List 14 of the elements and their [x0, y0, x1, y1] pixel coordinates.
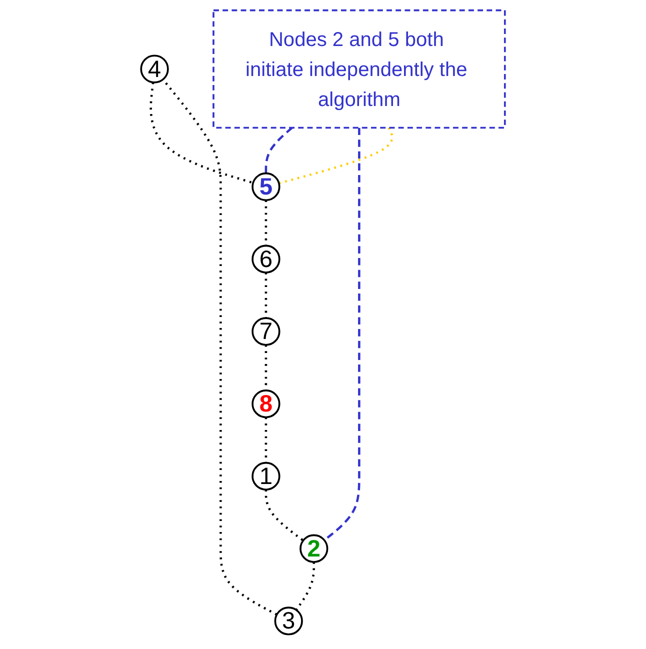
- connector: [264, 490, 304, 542]
- node-circle: 5: [252, 172, 280, 202]
- node-circle: 4: [140, 54, 169, 84]
- node-circle: 7: [252, 317, 280, 346]
- node-circle: 2: [300, 534, 328, 563]
- connector: [295, 562, 316, 611]
- node-box: Nodes 2 and 5 both initiate independently the algorithm: [212, 9, 506, 129]
- connector: [150, 82, 254, 184]
- node-circle: 3: [274, 606, 303, 636]
- connector: [264, 126, 293, 174]
- node-circle: 1: [252, 462, 280, 491]
- node-circle: 6: [252, 244, 280, 274]
- connector: [278, 127, 394, 184]
- node-circle: 8: [252, 390, 280, 418]
